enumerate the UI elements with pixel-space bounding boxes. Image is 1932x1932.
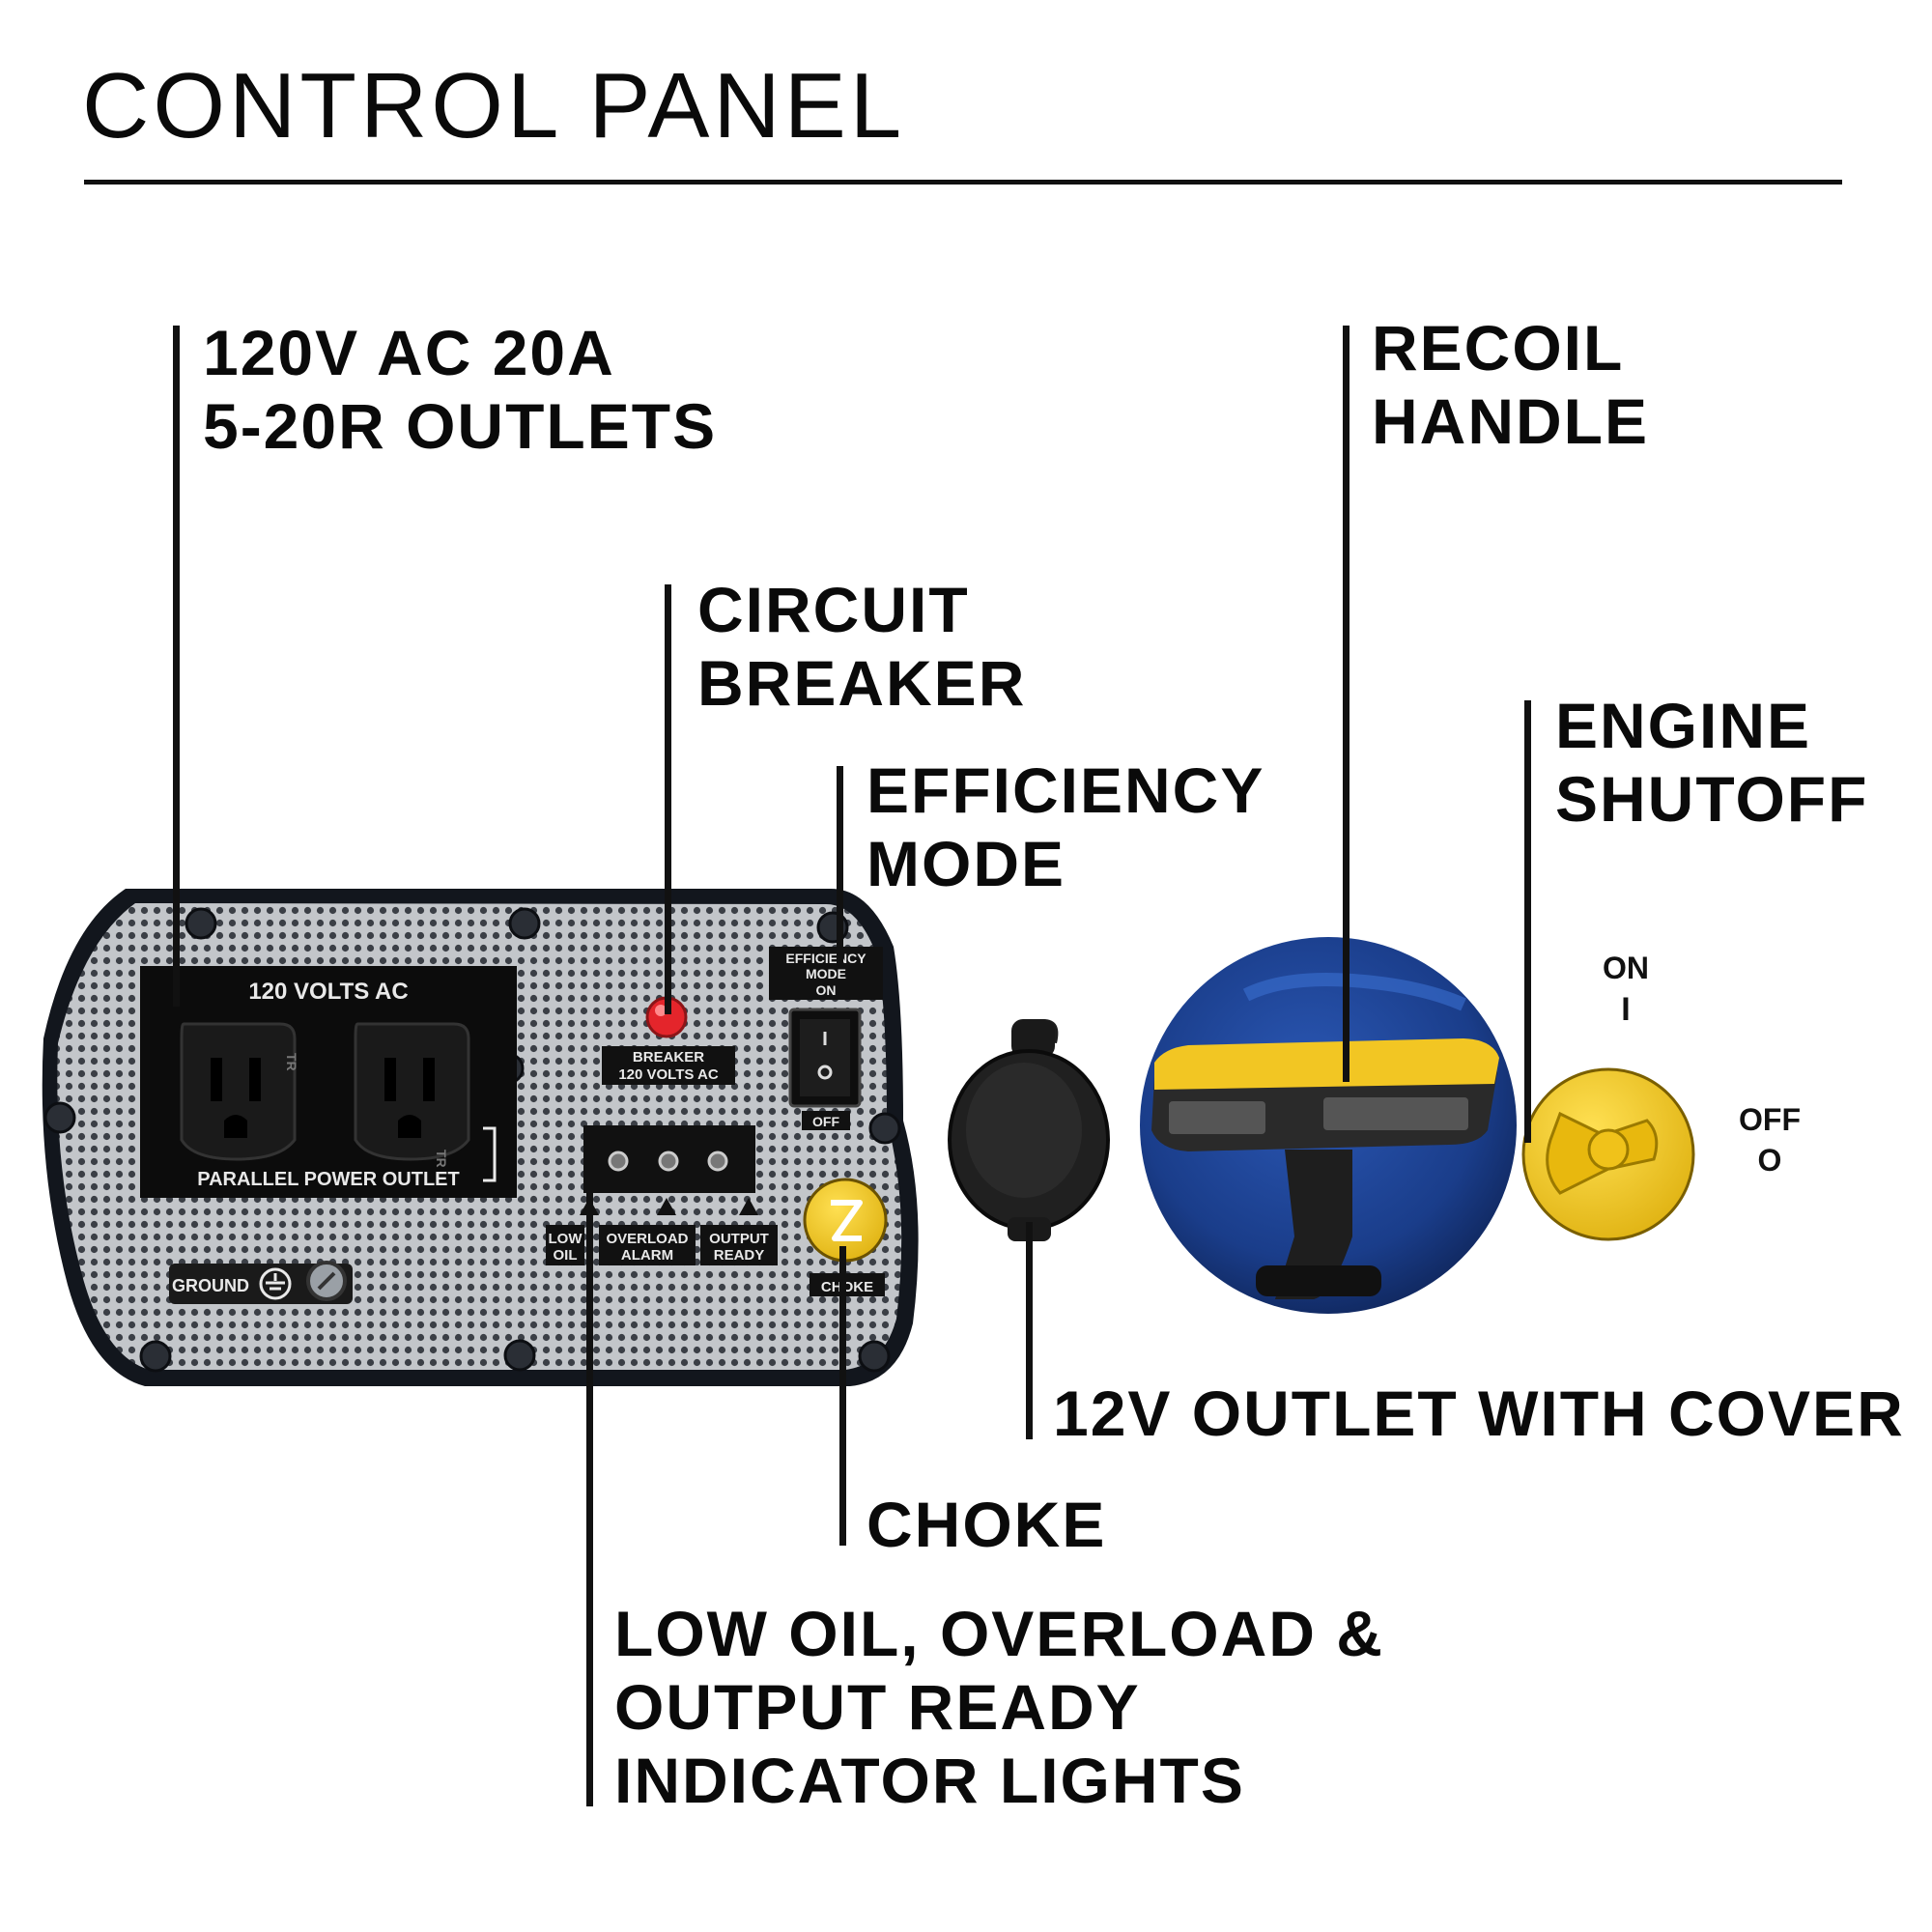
svg-text:CHOKE: CHOKE — [821, 1279, 873, 1295]
overload-light — [658, 1151, 679, 1172]
callout-efficiency-line2: MODE — [867, 828, 1065, 899]
screw-icon — [858, 1340, 891, 1373]
screw-icon — [868, 1112, 901, 1145]
callout-efficiency: EFFICIENCY MODE — [867, 753, 1264, 900]
svg-text:READY: READY — [714, 1247, 765, 1264]
leader-recoil — [1343, 326, 1350, 1082]
callout-12v-line1: 12V OUTLET WITH COVER — [1053, 1378, 1905, 1449]
shutoff-off-label: OFF — [1739, 1102, 1801, 1137]
low-oil-light — [608, 1151, 629, 1172]
svg-text:120 VOLTS AC: 120 VOLTS AC — [618, 1066, 719, 1083]
svg-text:OVERLOAD: OVERLOAD — [606, 1231, 688, 1247]
screw-icon — [508, 907, 541, 940]
callout-outlets: 120V AC 20A 5-20R OUTLETS — [203, 316, 717, 463]
ground-symbol-icon — [259, 1267, 292, 1300]
svg-text:BREAKER: BREAKER — [633, 1049, 704, 1065]
screw-icon — [139, 1340, 172, 1373]
page-title: CONTROL PANEL — [82, 54, 906, 157]
svg-text:TR: TR — [284, 1053, 299, 1071]
callout-indicators: LOW OIL, OVERLOAD & OUTPUT READY INDICAT… — [614, 1597, 1384, 1817]
shutoff-on-label: ON — [1603, 951, 1649, 985]
ac-outlet-2[interactable]: TR — [354, 1022, 470, 1168]
callout-breaker-line2: BREAKER — [697, 647, 1027, 719]
screw-icon — [43, 1101, 76, 1134]
leader-breaker — [665, 584, 671, 1014]
svg-text:OFF: OFF — [812, 1114, 839, 1129]
leader-efficiency — [837, 766, 843, 969]
callout-shutoff: ENGINE SHUTOFF — [1555, 689, 1868, 836]
svg-text:ALARM: ALARM — [621, 1247, 673, 1264]
callout-indicators-line1: LOW OIL, OVERLOAD & — [614, 1598, 1384, 1669]
dc-12v-outlet[interactable] — [948, 1019, 1110, 1241]
title-divider — [84, 180, 1842, 185]
callout-shutoff-line2: SHUTOFF — [1555, 763, 1869, 835]
leader-indicators — [586, 1183, 593, 1806]
generator-panel: 120 VOLTS AC TR TR PARALLEL POWER OUTLET… — [42, 889, 919, 1386]
ground-terminal: GROUND — [169, 1261, 353, 1304]
callout-outlets-line1: 120V AC 20A — [203, 317, 615, 388]
callout-recoil-line2: HANDLE — [1372, 385, 1649, 457]
svg-text:OIL: OIL — [554, 1247, 578, 1264]
engine-shutoff-knob[interactable] — [1521, 1067, 1695, 1241]
svg-text:EFFICIENCY: EFFICIENCY — [785, 951, 867, 966]
callout-12v: 12V OUTLET WITH COVER — [1053, 1377, 1905, 1450]
svg-text:MODE: MODE — [806, 966, 846, 981]
recoil-handle[interactable] — [1140, 937, 1517, 1314]
leader-shutoff — [1524, 700, 1531, 1143]
parallel-outlet-label: PARALLEL POWER OUTLET — [197, 1169, 459, 1190]
svg-text:TR: TR — [434, 1150, 449, 1168]
callout-breaker-line1: CIRCUIT — [697, 574, 970, 645]
callout-indicators-line3: INDICATOR LIGHTS — [614, 1745, 1245, 1816]
svg-text:ON: ON — [816, 982, 837, 998]
callout-recoil-line1: RECOIL — [1372, 312, 1625, 384]
leader-outlets — [173, 326, 180, 1007]
callout-outlets-line2: 5-20R OUTLETS — [203, 390, 718, 462]
callout-shutoff-line1: ENGINE — [1555, 690, 1812, 761]
svg-text:OUTPUT: OUTPUT — [709, 1231, 769, 1247]
efficiency-mode-switch[interactable] — [788, 1008, 862, 1108]
screw-icon — [503, 1339, 536, 1372]
callout-choke-line1: CHOKE — [867, 1489, 1107, 1560]
svg-text:GROUND: GROUND — [172, 1276, 249, 1295]
indicator-light-bar — [580, 1125, 758, 1215]
callout-breaker: CIRCUIT BREAKER — [697, 573, 1026, 720]
callout-efficiency-line1: EFFICIENCY — [867, 754, 1265, 826]
callout-choke: CHOKE — [867, 1488, 1106, 1561]
shutoff-off-mark: O — [1758, 1143, 1782, 1178]
outlet-voltage-label: 120 VOLTS AC — [248, 979, 408, 1005]
callout-recoil: RECOIL HANDLE — [1372, 311, 1649, 458]
callout-indicators-line2: OUTPUT READY — [614, 1671, 1141, 1743]
leader-choke — [839, 1246, 846, 1546]
svg-text:LOW: LOW — [549, 1231, 583, 1247]
shutoff-on-mark: I — [1621, 991, 1630, 1028]
screw-icon — [185, 907, 217, 940]
ac-outlet-1[interactable]: TR — [180, 1022, 299, 1161]
output-ready-light — [707, 1151, 728, 1172]
leader-12v — [1026, 1222, 1033, 1439]
